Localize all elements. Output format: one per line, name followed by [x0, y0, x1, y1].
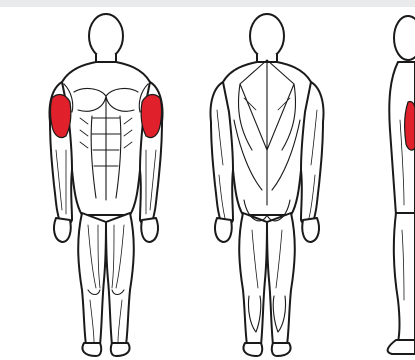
- front-hand-right: [141, 218, 158, 242]
- back-hand-right: [302, 218, 319, 242]
- back-foot-left: [244, 343, 263, 356]
- back-foot-right: [272, 343, 291, 356]
- front-foot-left: [83, 343, 102, 356]
- back-hand-left: [215, 218, 232, 242]
- back-leg-left: [239, 213, 267, 345]
- side-leg: [394, 213, 415, 342]
- front-leg-left: [78, 213, 106, 345]
- side-biceps-highlight: [405, 101, 415, 150]
- front-hand-left: [54, 218, 71, 242]
- biceps-left-highlight: [51, 95, 71, 138]
- biceps-right-highlight: [141, 95, 161, 138]
- front-head: [89, 14, 123, 58]
- back-figure: [211, 14, 324, 356]
- front-foot-right: [111, 343, 130, 356]
- front-leg-right: [106, 213, 134, 345]
- side-figure: [388, 16, 415, 354]
- back-leg-right: [267, 213, 295, 345]
- front-figure: [50, 14, 163, 356]
- side-head: [394, 16, 415, 60]
- back-head: [250, 14, 284, 58]
- side-foot: [388, 340, 415, 354]
